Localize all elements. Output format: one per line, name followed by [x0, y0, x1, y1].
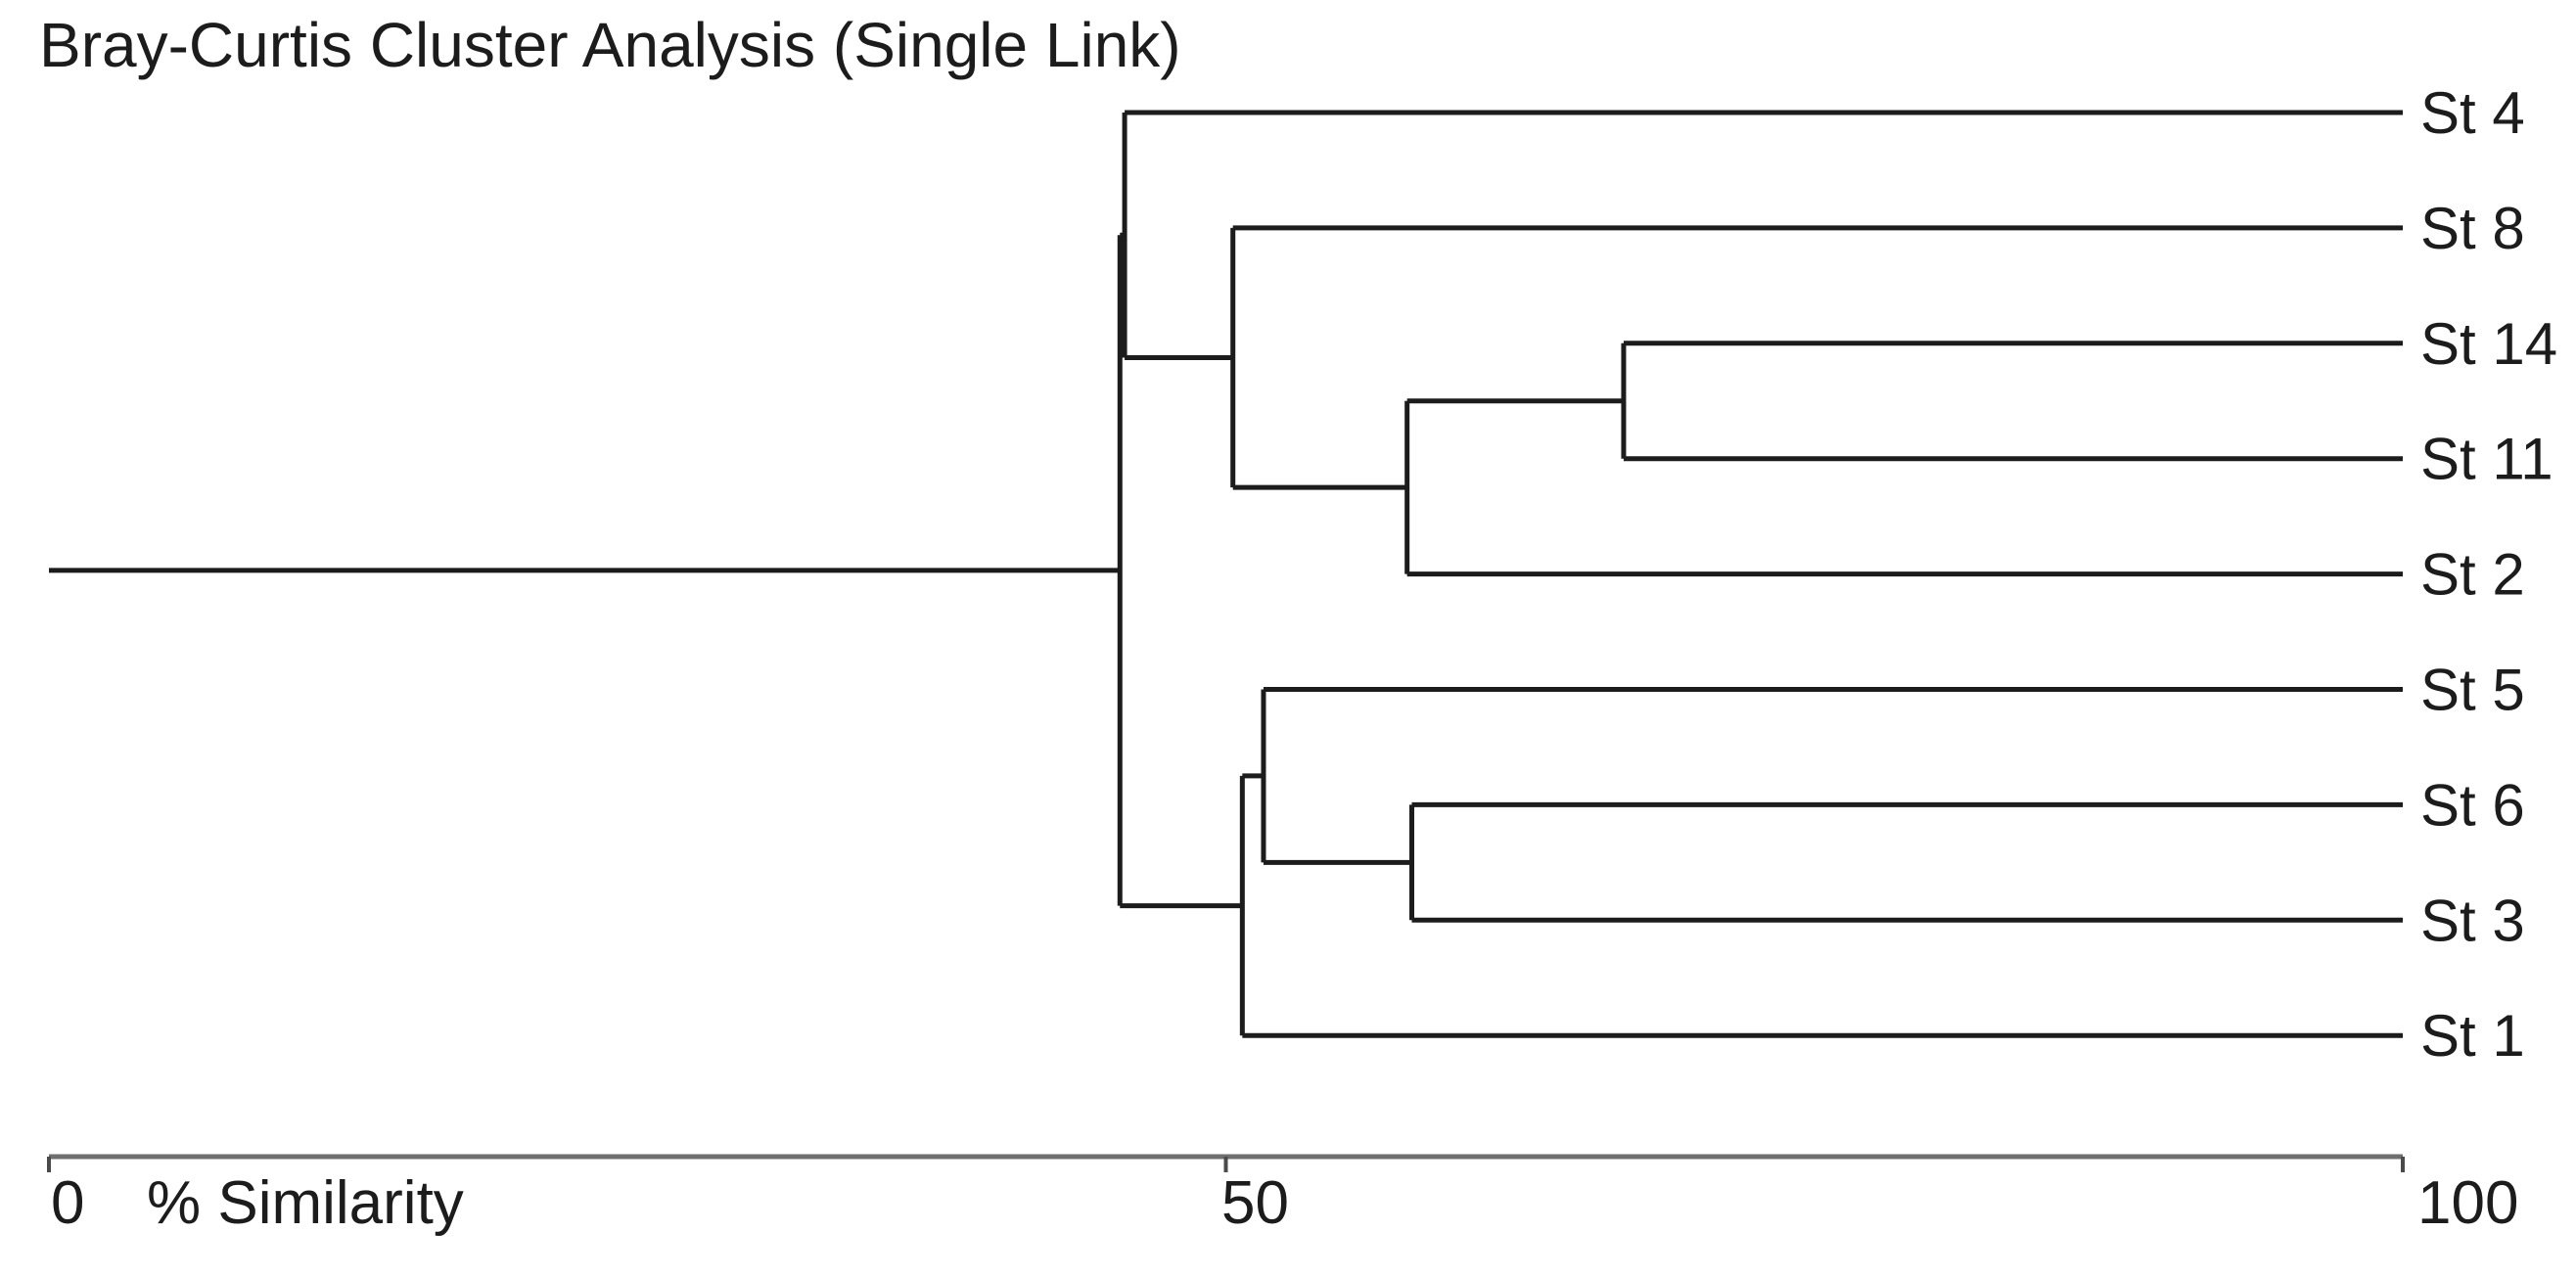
leaf-label-st-11: St 11: [2420, 427, 2553, 492]
leaf-label-st-1: St 1: [2420, 1003, 2525, 1069]
chart-title: Bray-Curtis Cluster Analysis (Single Lin…: [39, 10, 1181, 80]
leaf-label-st-14: St 14: [2420, 311, 2557, 377]
axis-tick-label: 0: [51, 1169, 84, 1237]
axis-tick-labels: 0 50 100: [51, 1169, 2518, 1237]
dendrogram-branches: [49, 110, 2403, 1038]
axis-tick-label: 50: [1221, 1169, 1289, 1237]
leaf-labels: St 4 St 8 St 14 St 11 St 2 St 5 St 6 St 3 St 1: [2420, 80, 2557, 1069]
leaf-label-st-4: St 4: [2420, 80, 2525, 146]
axis-label: % Similarity: [147, 1169, 464, 1237]
leaf-label-st-5: St 5: [2420, 658, 2525, 723]
leaf-label-st-6: St 6: [2420, 772, 2525, 838]
axis-ticks: [47, 1157, 2405, 1172]
leaf-label-st-2: St 2: [2420, 542, 2525, 608]
leaf-label-st-8: St 8: [2420, 196, 2525, 261]
leaf-label-st-3: St 3: [2420, 888, 2525, 953]
axis-tick-label: 100: [2417, 1169, 2518, 1237]
